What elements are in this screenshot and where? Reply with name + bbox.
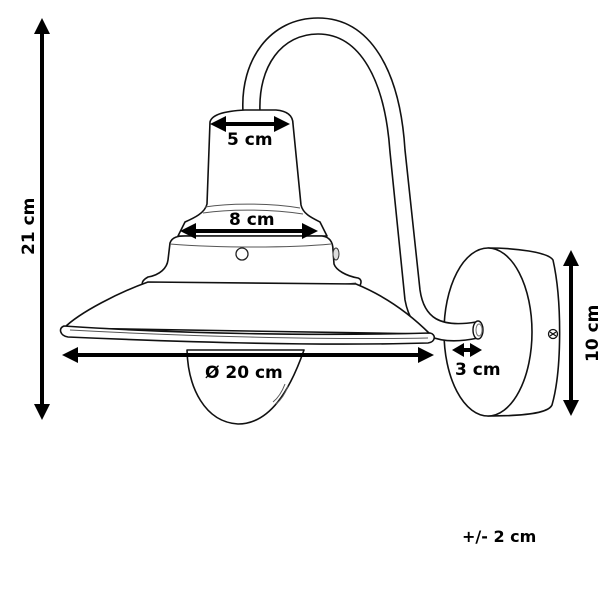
dimension-total-height: 21 cm <box>19 18 50 420</box>
dimension-shade-diameter: Ø 20 cm <box>62 347 434 383</box>
collar-screw <box>235 247 249 261</box>
tolerance-note: +/- 2 cm <box>462 527 536 546</box>
lamp-collar <box>141 235 362 291</box>
arm-depth-label: 3 cm <box>455 360 501 380</box>
top-width-label: 5 cm <box>227 130 273 150</box>
lamp-arm <box>242 17 484 342</box>
dimension-top-width: 5 cm <box>210 116 290 150</box>
lamp-shade <box>59 281 436 345</box>
dimension-backplate-height: 10 cm <box>563 250 600 416</box>
lamp-neck <box>177 109 328 237</box>
shade-diameter-label: Ø 20 cm <box>205 363 283 383</box>
bulb-glass <box>186 349 305 425</box>
side-knob <box>332 247 340 261</box>
wall-backplate <box>443 247 561 417</box>
dimension-collar-width: 8 cm <box>180 210 318 239</box>
total-height-label: 21 cm <box>19 198 39 255</box>
arm-socket <box>472 320 484 340</box>
backplate-height-label: 10 cm <box>583 305 600 362</box>
screw-icon <box>547 328 559 340</box>
collar-width-label: 8 cm <box>229 210 275 230</box>
dimension-arm-depth: 3 cm <box>452 343 501 380</box>
